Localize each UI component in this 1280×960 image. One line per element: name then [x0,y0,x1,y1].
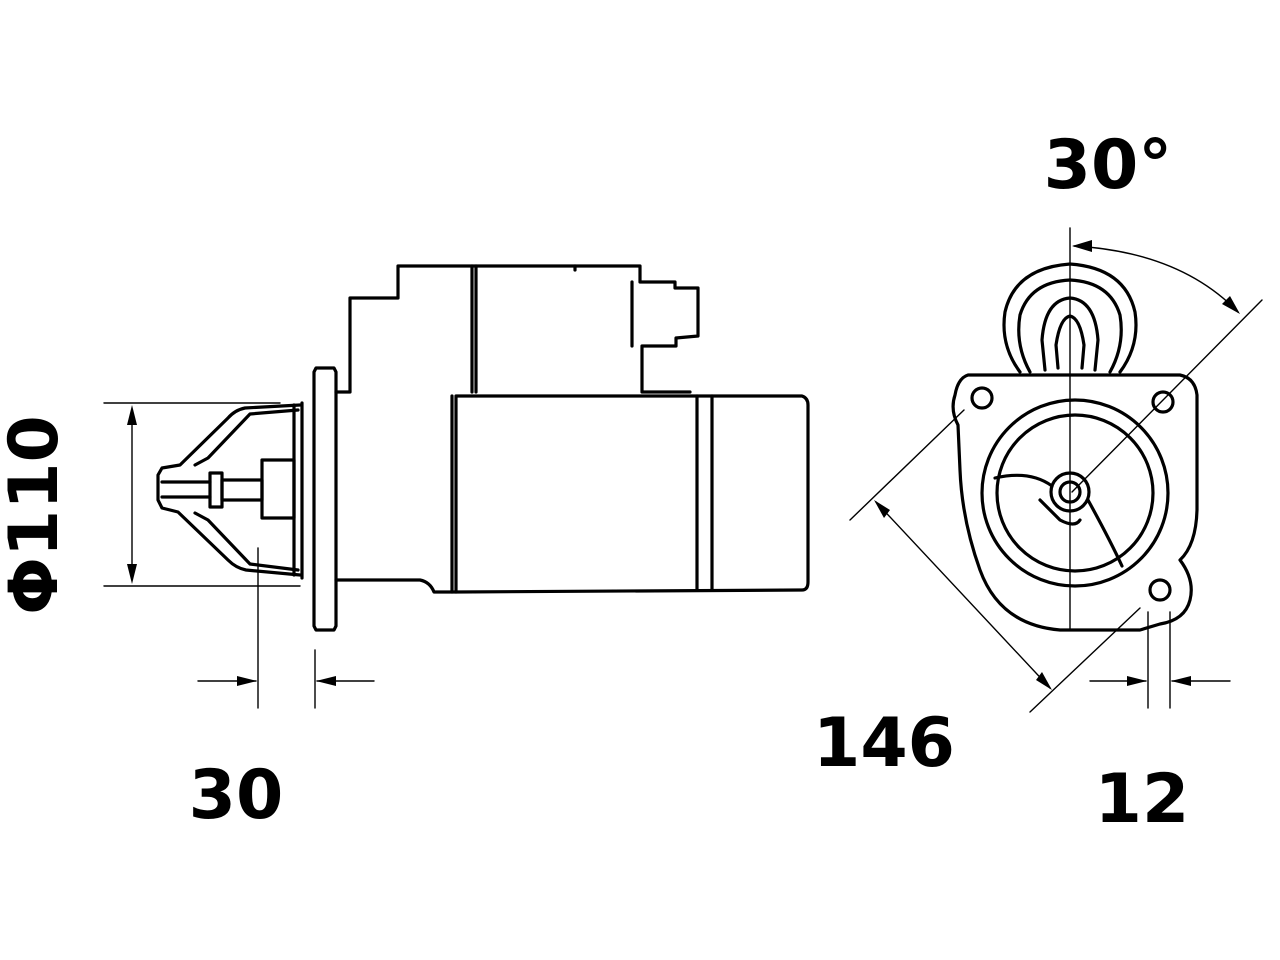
front-construction-lines [849,227,1263,713]
motor-yoke [450,394,810,594]
angle-label: 30° [1044,126,1173,205]
bolt-circle-label: 146 [813,704,955,783]
front-flange-plate [951,373,1199,632]
solenoid [334,264,700,394]
flange-offset-dimension [197,547,375,709]
diameter-label: Φ110 [0,415,74,615]
pilot-bore [980,398,1170,588]
diameter-dimension [103,402,301,587]
mounting-flange [312,366,338,632]
pinion-drive-nose [156,401,304,580]
side-view [103,264,810,709]
flange-offset-label: 30 [189,756,284,835]
drive-housing [334,578,458,594]
front-view [849,227,1263,713]
hole-offset-label: 12 [1095,760,1190,839]
hole-offset-dimension [1089,611,1231,709]
